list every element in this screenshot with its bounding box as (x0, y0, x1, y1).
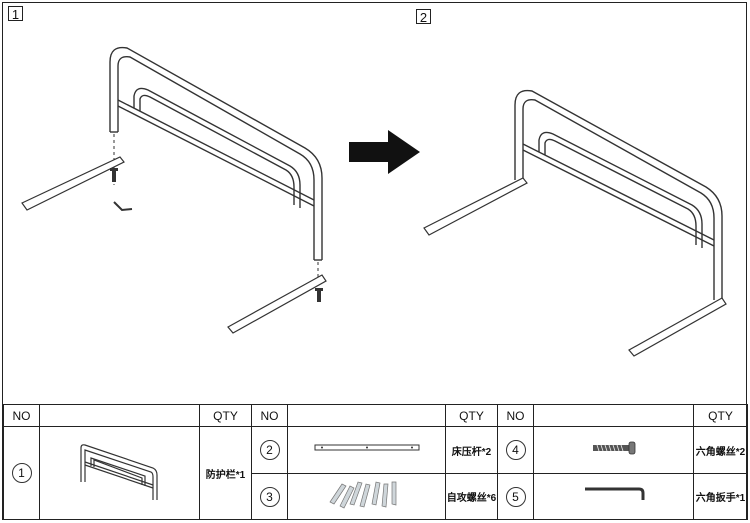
hex-key-icon (584, 487, 644, 500)
self-tapping-screws-image (287, 473, 446, 520)
step-1-hex-key (113, 201, 133, 212)
item-qty: 床压杆*2 (445, 426, 498, 474)
press-bar-icon (314, 444, 419, 450)
item-number: 1 (11, 463, 32, 483)
step-1-label: 1 (8, 6, 23, 22)
header-no: NO (497, 404, 534, 427)
header-no: NO (3, 404, 40, 427)
step-2-rail-frame (514, 89, 723, 300)
hex-bolt-image (533, 426, 694, 474)
item-number: 3 (259, 486, 280, 507)
step-1-right-base-bar (227, 274, 327, 334)
header-no: NO (251, 404, 288, 427)
step-1-screws (110, 168, 323, 302)
parts-table: NO QTY NO QTY NO QTY 1 防护栏*1 2 (3, 404, 748, 520)
item-number: 2 (259, 440, 280, 460)
item-qty: 六角螺丝*2 (693, 426, 748, 474)
header-qty: QTY (445, 404, 498, 427)
step-2-right-base-bar (628, 297, 727, 357)
step-2-left-base-bar (423, 177, 528, 236)
item-number: 4 (505, 440, 526, 460)
arrow-right-icon (349, 130, 420, 174)
hex-key-image (533, 473, 694, 520)
step-1-guide-lines (113, 134, 319, 298)
item-number: 5 (505, 486, 526, 507)
bed-press-bar-image (287, 426, 446, 474)
guard-rail-icon (79, 443, 158, 500)
header-qty: QTY (199, 404, 252, 427)
hex-bolt-icon (592, 441, 635, 454)
screws-icon (328, 481, 396, 509)
assembly-drawing (21, 46, 727, 357)
item-qty: 自攻螺丝*6 (445, 473, 498, 520)
table-header-row: NO QTY NO QTY NO QTY (3, 404, 748, 427)
table-row: 1 防护栏*1 2 床压杆*2 4 (3, 426, 748, 520)
table-row: 3 自攻螺丝*6 5 六角扳手*1 (4, 473, 748, 520)
header-qty: QTY (693, 404, 748, 427)
step-1-rail-frame (109, 46, 323, 261)
guard-rail-image (39, 426, 200, 520)
step-2-label: 2 (416, 9, 431, 25)
step-1-left-base-bar (21, 156, 125, 211)
item-qty: 防护栏*1 (199, 426, 252, 520)
item-qty: 六角扳手*1 (693, 473, 748, 520)
